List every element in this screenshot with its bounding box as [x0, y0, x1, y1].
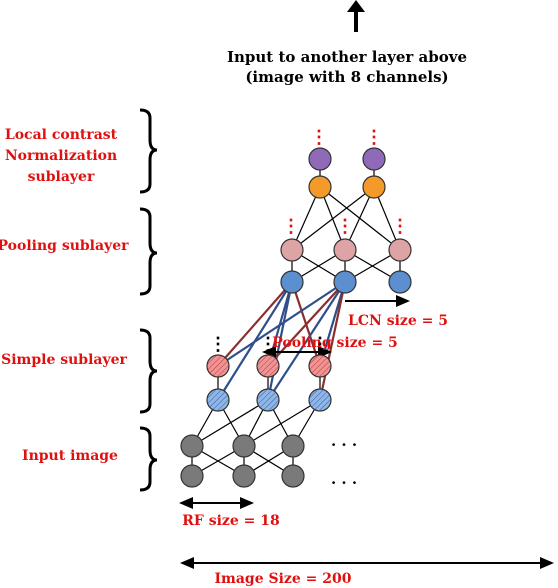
pool-ellipsis-1: ⋮ — [282, 216, 300, 237]
simple-sublayer-label: Simple sublayer — [1, 352, 127, 368]
pooling-bottom-node — [333, 270, 357, 294]
pooling-top-node — [333, 238, 357, 262]
pooling-bottom-node — [388, 270, 412, 294]
simple-ellipsis-1: ⋮ — [209, 334, 227, 355]
simple-bracket — [139, 328, 158, 414]
header-line-2: (image with 8 channels) — [245, 68, 448, 86]
simple-ellipsis-2: ⋮ — [259, 334, 277, 355]
simple-top-node — [308, 354, 332, 378]
input-bracket — [139, 426, 158, 492]
output-arrow-head — [347, 0, 365, 12]
lcn-ellipsis-2: ⋮ — [365, 127, 383, 148]
simple-top-node — [206, 354, 230, 378]
image-size-label: Image Size = 200 — [215, 571, 352, 587]
lcn-label-line-1: Local contrast — [5, 127, 118, 143]
lcn-ellipsis-1: ⋮ — [310, 127, 328, 148]
pooling-top-node — [388, 238, 412, 262]
pool-ellipsis-2: ⋮ — [336, 216, 354, 237]
simple-top-node — [256, 354, 280, 378]
input-ellipsis-top: . . . — [331, 432, 357, 450]
input-node — [232, 434, 256, 458]
input-node — [180, 464, 204, 488]
pooling-connections — [217, 281, 347, 401]
input-node — [232, 464, 256, 488]
pooling-bracket — [139, 207, 158, 296]
pooling-sublayer-label: Pooling sublayer — [0, 238, 129, 254]
lcn-size-label: LCN size = 5 — [348, 313, 448, 329]
input-node — [281, 464, 305, 488]
header-line-1: Input to another layer above — [227, 48, 467, 66]
input-image-label: Input image — [22, 448, 118, 464]
lcn-top-node — [362, 147, 386, 171]
pooling-top-node — [280, 238, 304, 262]
lcn-bottom-node — [308, 175, 332, 199]
simple-bottom-node — [308, 388, 332, 412]
input-node — [281, 434, 305, 458]
lcn-bracket — [139, 108, 158, 194]
simple-bottom-node — [256, 388, 280, 412]
input-node — [180, 434, 204, 458]
lcn-label-line-2: Normalization — [5, 148, 117, 164]
rf-size-label: RF size = 18 — [182, 513, 279, 529]
lcn-label-line-3: sublayer — [28, 169, 95, 185]
lcn-bottom-node — [362, 175, 386, 199]
lcn-top-node — [308, 147, 332, 171]
simple-ellipsis-3: ⋮ — [311, 334, 329, 355]
input-ellipsis-bottom: . . . — [331, 470, 357, 488]
pooling-size-label: Pooling size = 5 — [272, 335, 398, 351]
pooling-bottom-node — [280, 270, 304, 294]
simple-bottom-node — [206, 388, 230, 412]
pool-ellipsis-3: ⋮ — [391, 216, 409, 237]
